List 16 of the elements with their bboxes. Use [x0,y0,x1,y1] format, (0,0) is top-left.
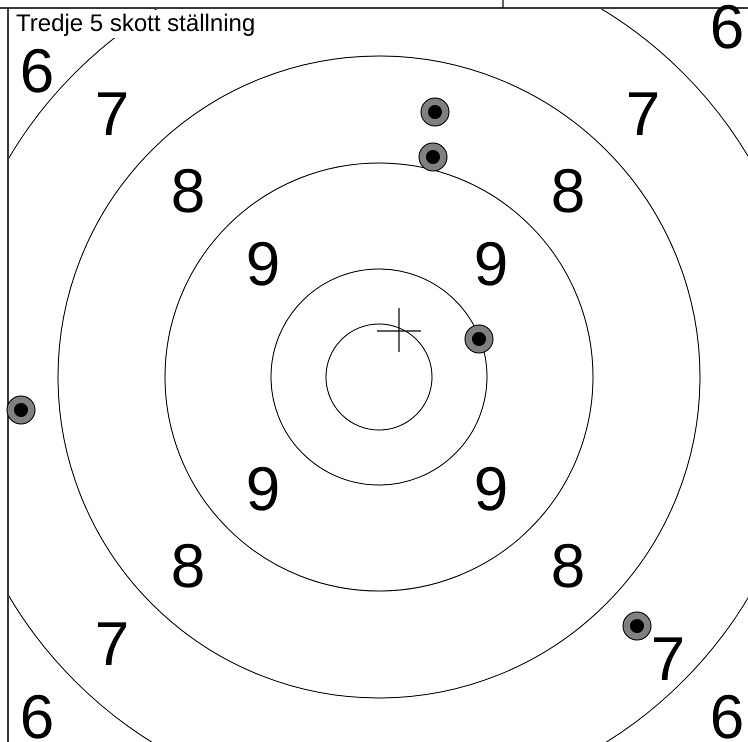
ring-number: 9 [474,234,508,296]
ring-number: 6 [710,0,744,59]
ring-number: 9 [474,459,508,521]
ring-number: 8 [550,161,586,223]
ring-number: 8 [550,536,586,598]
ring-number: 9 [246,459,280,521]
ring-number: 7 [94,614,130,676]
ring-number: 7 [650,629,686,691]
ring-number: 8 [170,161,206,223]
ring-number: 7 [626,84,660,146]
ring-number: 6 [20,687,54,742]
ring-number: 9 [246,234,280,296]
ring-number: 7 [94,84,130,146]
ring-number: 8 [170,536,206,598]
ring-number: 6 [710,687,744,742]
ring-number: 6 [20,41,54,103]
